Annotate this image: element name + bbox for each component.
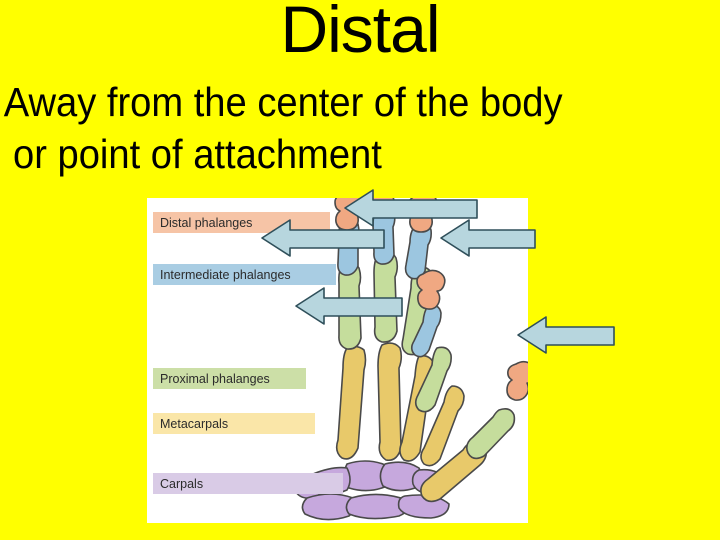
legend-label: Proximal phalanges [160, 371, 270, 386]
hand-skeleton-figure: Distal phalanges Intermediate phalanges … [147, 189, 615, 523]
pointer-arrow-thumb [516, 315, 616, 355]
subtitle-line-2: or point of attachment [13, 131, 382, 177]
legend-item-carpals: Carpals [153, 473, 343, 494]
subtitle-block: Away from the center of the body or poin… [0, 76, 720, 180]
legend-item-proximal-phalanges: Proximal phalanges [153, 368, 306, 389]
subtitle-line-1: Away from the center of the body [3, 79, 563, 125]
legend-item-intermediate-phalanges: Intermediate phalanges [153, 264, 336, 285]
page-title: Distal [280, 0, 440, 66]
pointer-arrow-little-finger [294, 286, 404, 326]
legend-label: Intermediate phalanges [160, 267, 291, 282]
pointer-arrow-index-finger [260, 218, 386, 258]
pointer-arrow-ring-finger [439, 218, 537, 258]
pointer-arrow-middle-finger [343, 188, 479, 228]
figure-clip-area: Distal phalanges Intermediate phalanges … [147, 198, 528, 523]
legend-item-metacarpals: Metacarpals [153, 413, 315, 434]
legend-label: Metacarpals [160, 416, 229, 431]
legend-label: Carpals [160, 476, 204, 491]
legend-label: Distal phalanges [160, 215, 253, 230]
